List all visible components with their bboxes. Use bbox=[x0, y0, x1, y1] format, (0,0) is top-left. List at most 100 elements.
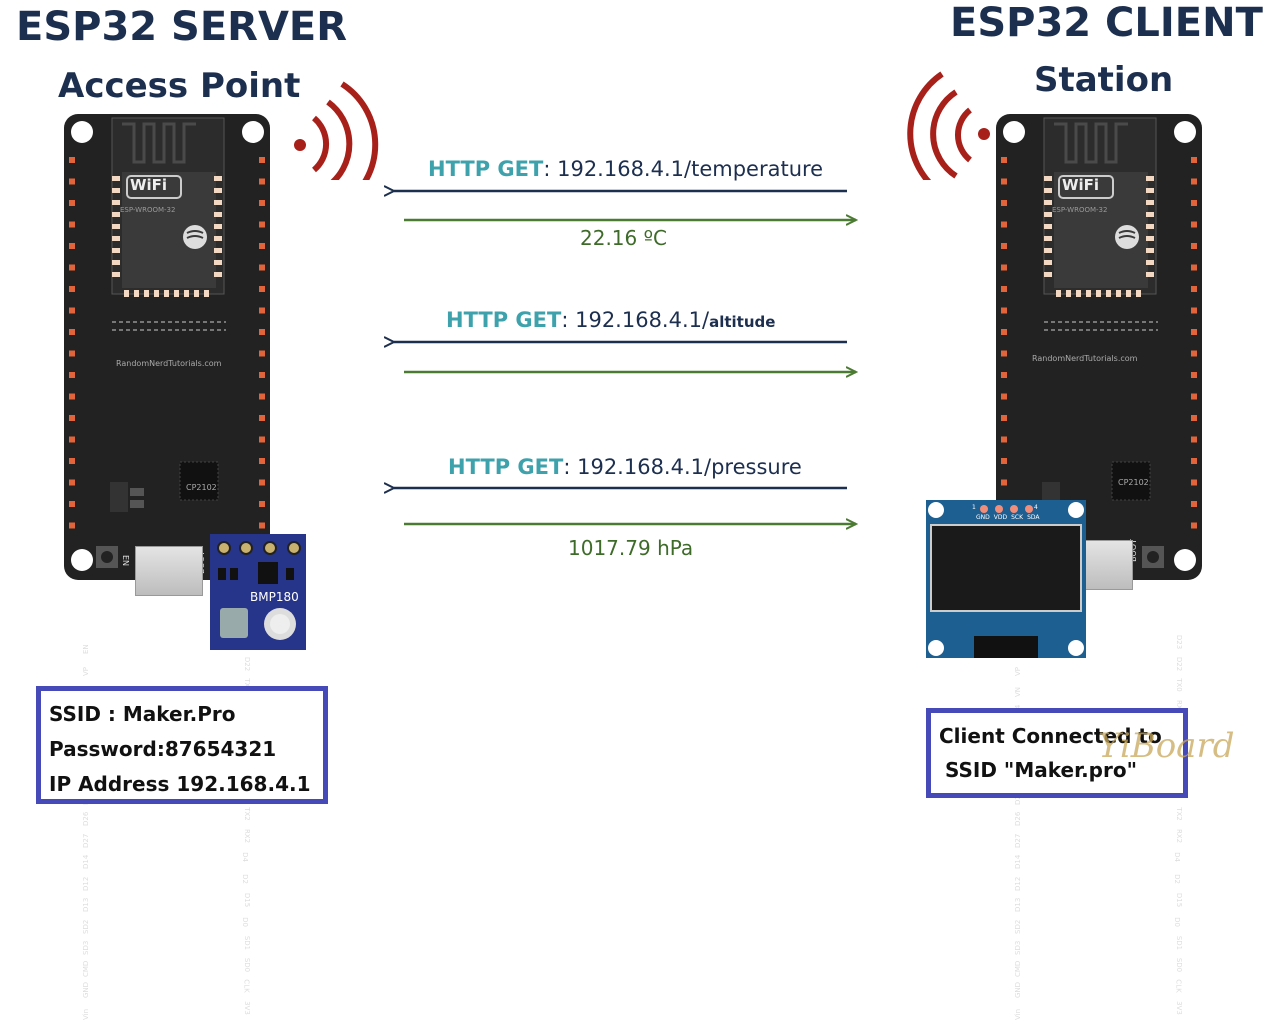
module-pad bbox=[154, 290, 159, 297]
header-pin bbox=[1191, 264, 1197, 271]
pin-label: D23 bbox=[1175, 634, 1184, 650]
module-pad bbox=[1146, 236, 1154, 241]
module-pad bbox=[124, 290, 129, 297]
header-pin bbox=[259, 479, 265, 486]
header-pin bbox=[1001, 307, 1007, 314]
pin-label: RX2 bbox=[1175, 828, 1184, 843]
oled-pin-label: SCK bbox=[1011, 514, 1024, 521]
header-pin bbox=[1191, 415, 1197, 421]
watermark-logo: YiBoard bbox=[1098, 726, 1235, 766]
header-pin bbox=[1191, 243, 1197, 249]
server-usb-port bbox=[135, 546, 203, 596]
header-pin bbox=[1191, 501, 1197, 507]
header-pin bbox=[259, 501, 265, 507]
bmp180-graphic bbox=[210, 534, 306, 650]
header-pin bbox=[69, 157, 75, 163]
header-pin bbox=[1191, 307, 1197, 314]
bmp180-sensor: BMP180 bbox=[208, 532, 308, 652]
module-pad bbox=[112, 260, 120, 265]
request-separator: : bbox=[563, 455, 578, 479]
module-pad bbox=[144, 290, 149, 297]
request-host: 192.168.4.1/ bbox=[557, 157, 692, 181]
module-pad bbox=[112, 272, 120, 277]
pin-label: SD0 bbox=[243, 957, 252, 972]
module-pad bbox=[1066, 290, 1071, 297]
module-pad bbox=[112, 176, 120, 181]
pin-label: SD1 bbox=[243, 935, 252, 951]
server-board-graphic bbox=[64, 114, 270, 580]
module-pad bbox=[1146, 188, 1154, 193]
server-chip-label: CP2102 bbox=[186, 483, 217, 492]
module-pad bbox=[194, 290, 199, 297]
header-pin bbox=[69, 479, 75, 486]
module-pad bbox=[1146, 224, 1154, 229]
module-pad bbox=[184, 290, 189, 297]
header-pin bbox=[1191, 436, 1197, 443]
client-chip-label: CP2102 bbox=[1118, 478, 1149, 487]
module-pad bbox=[1044, 236, 1052, 241]
http-arrows bbox=[380, 140, 880, 560]
oled-pin-label: VDD bbox=[993, 514, 1008, 521]
pin-label: D22 bbox=[243, 656, 252, 671]
request-method: HTTP GET bbox=[428, 157, 544, 181]
header-pin bbox=[259, 157, 265, 163]
header-pin bbox=[259, 307, 265, 314]
pin-label: D0 bbox=[240, 916, 249, 927]
header-pin bbox=[259, 436, 265, 443]
header-pin bbox=[259, 415, 265, 421]
module-pad bbox=[112, 200, 120, 205]
header-pin bbox=[69, 200, 75, 206]
header-pin bbox=[1001, 458, 1007, 464]
header-pin bbox=[1001, 479, 1007, 486]
header-pin bbox=[259, 350, 265, 357]
client-site-label: RandomNerdTutorials.com bbox=[1032, 354, 1138, 363]
module-pad bbox=[214, 260, 222, 265]
module-pad bbox=[164, 290, 169, 297]
client-wifi-logo: WiFi bbox=[1062, 176, 1100, 194]
client-wifi-signal-icon bbox=[907, 71, 990, 180]
module-pad bbox=[214, 212, 222, 217]
module-pad bbox=[1126, 290, 1131, 297]
header-pin bbox=[1001, 329, 1007, 335]
module-pad bbox=[112, 224, 120, 229]
response-pressure-value: 1017.79 hPa bbox=[568, 536, 694, 560]
header-pin bbox=[1001, 436, 1007, 443]
module-pad bbox=[214, 236, 222, 241]
oled-pin-label: GND bbox=[976, 514, 990, 521]
module-pad bbox=[1146, 260, 1154, 265]
header-pin bbox=[1001, 243, 1007, 249]
server-site-label: RandomNerdTutorials.com bbox=[116, 359, 222, 368]
module-pad bbox=[1044, 188, 1052, 193]
header-pin bbox=[69, 329, 75, 335]
header-pin bbox=[1191, 458, 1197, 464]
pin-label: TX2 bbox=[242, 807, 251, 821]
request-path: temperature bbox=[691, 157, 824, 181]
module-pad bbox=[1044, 176, 1052, 181]
header-pin bbox=[1001, 286, 1007, 292]
module-pad bbox=[214, 188, 222, 193]
pin-label: CLK bbox=[242, 979, 251, 993]
module-pad bbox=[134, 290, 139, 297]
module-pad bbox=[1146, 212, 1154, 217]
pin-label: D4 bbox=[1172, 852, 1181, 862]
module-pad bbox=[214, 272, 222, 277]
bmp180-label: BMP180 bbox=[250, 590, 299, 604]
header-pin bbox=[69, 264, 75, 271]
client-connected-line1: Client Connected to bbox=[939, 724, 1162, 748]
request-altitude-label: HTTP GET: 192.168.4.1/altitude bbox=[446, 308, 775, 332]
request-method: HTTP GET bbox=[448, 455, 564, 479]
module-pad bbox=[1146, 248, 1154, 253]
module-pad bbox=[214, 176, 222, 181]
module-pad bbox=[1076, 290, 1081, 297]
server-en-button-label: EN bbox=[121, 554, 131, 567]
header-pin bbox=[1001, 221, 1007, 228]
module-pad bbox=[214, 224, 222, 229]
header-pin bbox=[259, 264, 265, 271]
header-pin bbox=[1191, 479, 1197, 486]
header-pin bbox=[1001, 393, 1007, 400]
module-pad bbox=[1136, 290, 1141, 297]
header-pin bbox=[1001, 200, 1007, 206]
client-title: ESP32 CLIENT bbox=[950, 0, 1263, 46]
